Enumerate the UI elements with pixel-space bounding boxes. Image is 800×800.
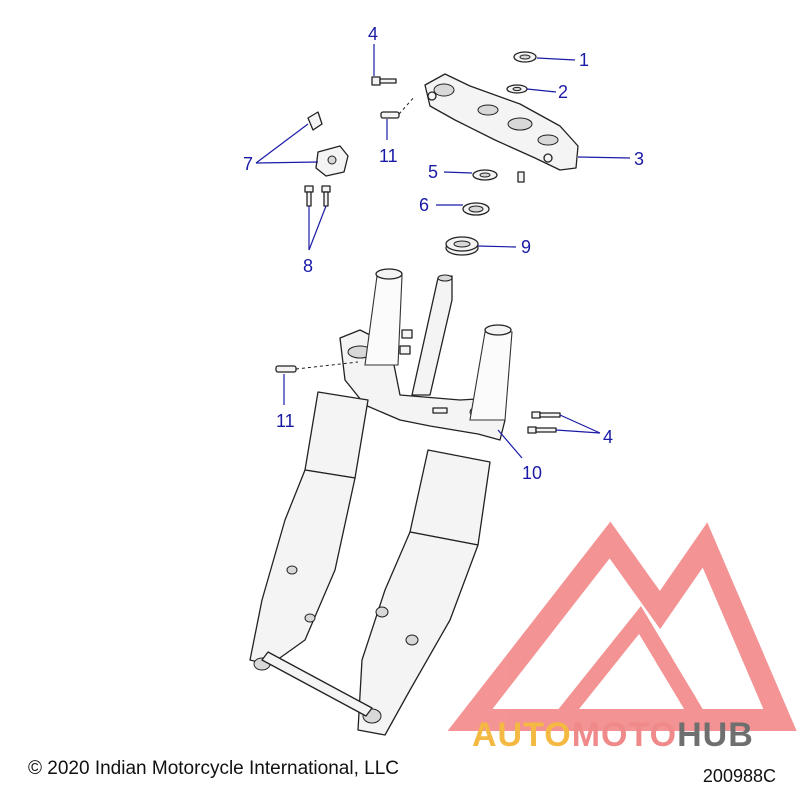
callout-10: 10 bbox=[522, 463, 542, 483]
front-axle bbox=[261, 651, 373, 717]
part-4-bolts-lower bbox=[527, 411, 561, 434]
part-6-seal bbox=[462, 202, 490, 216]
callout-1: 1 bbox=[579, 50, 589, 70]
watermark-moto: MOTO bbox=[571, 716, 678, 754]
callout-5: 5 bbox=[428, 162, 438, 182]
right-fork-tube bbox=[469, 324, 513, 421]
callout-11-top: 11 bbox=[379, 146, 398, 166]
part-11-pin-top bbox=[380, 95, 416, 119]
callout-6: 6 bbox=[419, 195, 429, 215]
part-8-screws bbox=[304, 185, 331, 207]
copyright-notice: © 2020 Indian Motorcycle International, … bbox=[28, 758, 399, 779]
callout-11-lower: 11 bbox=[276, 411, 295, 431]
part-11-pin-lower bbox=[275, 361, 359, 373]
callout-8: 8 bbox=[303, 256, 313, 276]
callout-4-top: 4 bbox=[368, 24, 378, 44]
callout-9: 9 bbox=[521, 237, 531, 257]
left-fork-tube bbox=[364, 268, 403, 366]
callout-4-lower: 4 bbox=[603, 427, 613, 447]
watermark-logo bbox=[447, 521, 797, 731]
part-4-bolt-top bbox=[371, 76, 397, 86]
part-5-spacer bbox=[472, 169, 525, 183]
part-2-nut bbox=[506, 84, 528, 94]
part-7-bracket bbox=[307, 111, 349, 177]
watermark-auto: AUTO bbox=[472, 716, 572, 754]
callout-labels: 1 2 3 4 4 5 6 7 8 9 10 11 11 bbox=[243, 24, 644, 483]
watermark-text: AUTOMOTOHUB bbox=[472, 716, 754, 755]
left-fork-slider bbox=[249, 391, 369, 671]
part-3-upper-triple-clamp bbox=[424, 73, 579, 171]
leader-lines bbox=[255, 44, 631, 459]
watermark-hub: HUB bbox=[677, 716, 754, 754]
part-1-washer bbox=[513, 51, 537, 63]
part-9-bearing bbox=[445, 236, 479, 256]
diagram-id: 200988C bbox=[702, 766, 776, 786]
steering-stem bbox=[411, 274, 453, 396]
callout-7: 7 bbox=[243, 154, 253, 174]
callout-2: 2 bbox=[558, 82, 568, 102]
callout-3: 3 bbox=[634, 149, 644, 169]
right-fork-slider bbox=[357, 449, 491, 736]
